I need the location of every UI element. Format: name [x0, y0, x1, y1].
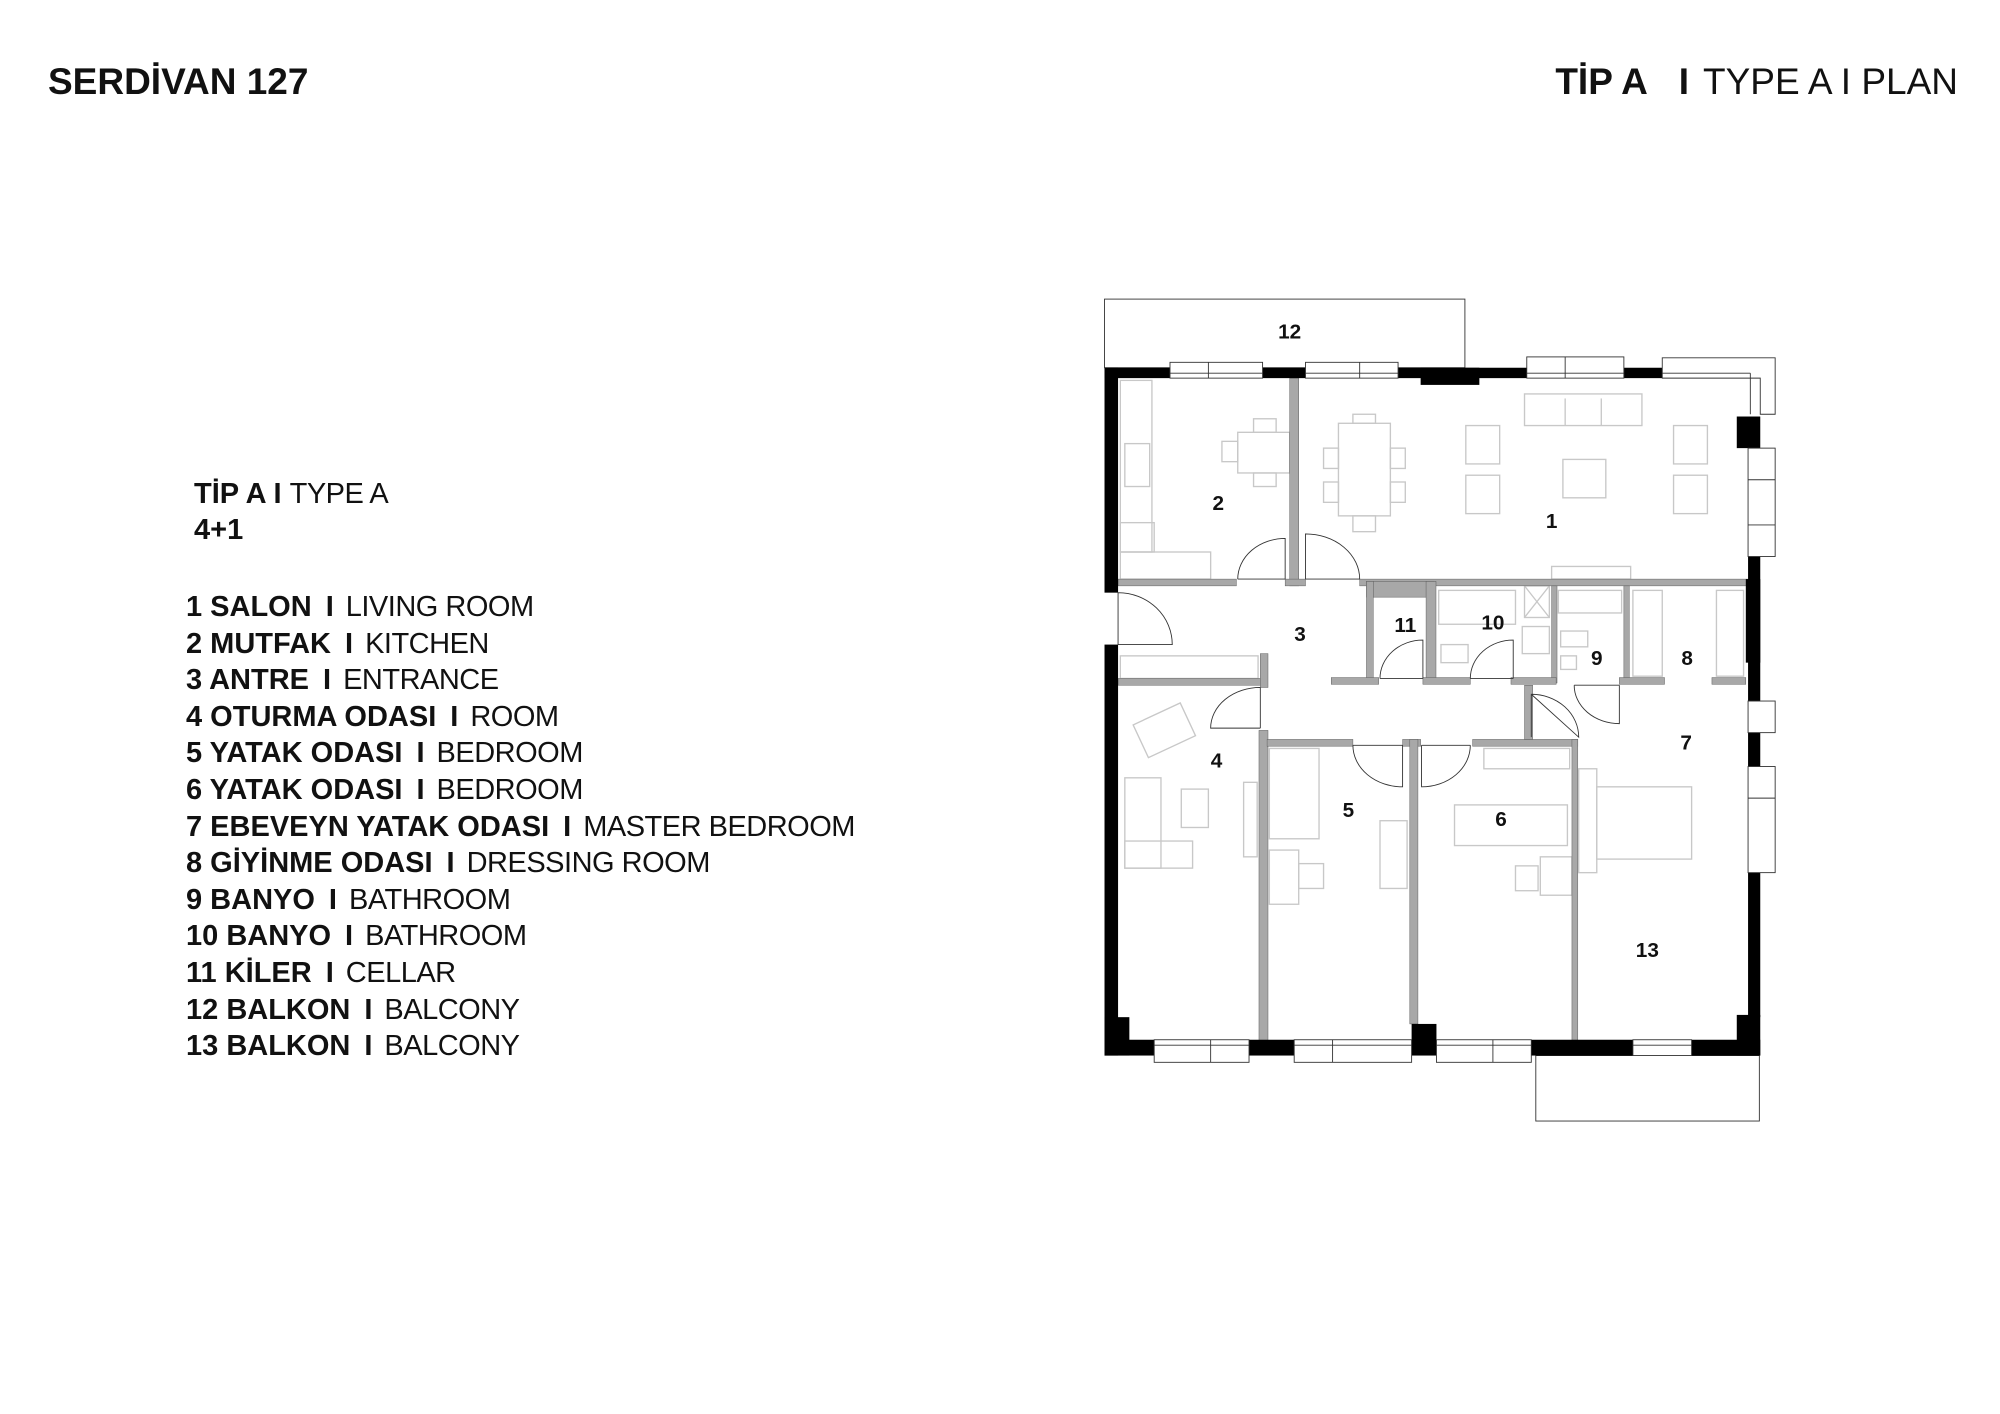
legend-item-tr: 4 OTURMA ODASI [186, 700, 437, 733]
legend-item-en: BATHROOM [365, 920, 527, 953]
room-numbers: 1 2 3 4 5 6 7 8 9 10 11 12 13 [1211, 320, 1693, 962]
door-swings [1117, 533, 1620, 788]
legend-item-tr: 1 SALON [186, 591, 312, 623]
legend-item-en: ENTRANCE [343, 664, 499, 697]
exterior-walls [1104, 367, 1761, 1056]
legend-type: TİP A I TYPE A [194, 478, 389, 510]
legend-item-en: DRESSING ROOM [466, 847, 711, 880]
legend-item-en: ROOM [470, 700, 559, 733]
room-label-9: 9 [1591, 647, 1603, 670]
legend-item-en: BALCONY [384, 1030, 520, 1063]
legend-separator: I [563, 810, 572, 843]
legend-item-en: MASTER BEDROOM [583, 810, 855, 843]
legend-item-en: KITCHEN [365, 627, 489, 660]
balcony-13-outline [1535, 1055, 1760, 1122]
room-label-8: 8 [1681, 647, 1693, 670]
legend-item: 13 BALKON I BALCONY [186, 1028, 520, 1064]
legend-separator: I [416, 774, 425, 806]
legend-item: 5 YATAK ODASI I BEDROOM [186, 735, 583, 771]
legend-item-en: BALCONY [384, 993, 520, 1026]
legend-item-tr: 3 ANTRE [186, 664, 309, 697]
room-label-12: 12 [1278, 320, 1301, 343]
legend-item: 2 MUTFAK I KITCHEN [186, 626, 489, 662]
legend-separator: I [345, 627, 354, 660]
legend-item: 8 GİYİNME ODASI I DRESSING ROOM [186, 845, 710, 881]
legend-item-en: BATHROOM [348, 883, 511, 916]
legend-item-tr: 5 YATAK ODASI [186, 737, 403, 770]
room-label-6: 6 [1495, 808, 1507, 831]
legend-item-en: BEDROOM [436, 774, 584, 806]
legend-item-tr: 10 BANYO [186, 920, 332, 953]
legend-item-tr: 2 MUTFAK [186, 627, 331, 660]
legend-separator: I [364, 1030, 373, 1063]
sheet-title-light: TYPE A I PLAN [1702, 61, 1958, 102]
legend-separator: I [323, 664, 332, 697]
legend-item-tr: 11 KİLER [186, 957, 312, 989]
legend-item: 9 BANYO I BATHROOM [186, 882, 511, 918]
room-label-10: 10 [1481, 612, 1504, 635]
legend-item: 11 KİLER I CELLAR [186, 955, 456, 991]
legend-item: 10 BANYO I BATHROOM [186, 918, 527, 954]
legend-separator: I [446, 847, 455, 880]
legend-item-tr: 6 YATAK ODASI [186, 774, 403, 806]
interior-walls [1117, 377, 1749, 1043]
legend-item: 12 BALKON I BALCONY [186, 992, 520, 1028]
legend-separator: I [416, 737, 425, 770]
legend-separator: I [450, 700, 459, 733]
legend-item-tr: 12 BALKON [186, 993, 351, 1026]
room-label-13: 13 [1636, 939, 1659, 962]
floor-plan: 1 2 3 4 5 6 7 8 9 10 11 12 13 [1104, 298, 1776, 1122]
room-label-5: 5 [1343, 799, 1355, 822]
legend-item-tr: 13 BALKON [186, 1030, 351, 1063]
room-label-2: 2 [1213, 492, 1225, 515]
sheet-title-bold: TİP A I [1555, 61, 1689, 102]
legend-item-en: CELLAR [345, 957, 456, 989]
windows [1153, 356, 1776, 1063]
legend-item: 7 EBEVEYN YATAK ODASI I MASTER BEDROOM [186, 809, 855, 845]
sheet-title: TİP A I TYPE A I PLAN [1555, 58, 1958, 106]
legend-item-en: LIVING ROOM [345, 591, 534, 623]
room-label-4: 4 [1211, 749, 1223, 772]
legend-separator: I [328, 883, 337, 916]
room-label-7: 7 [1680, 731, 1692, 754]
room-label-11: 11 [1394, 614, 1416, 637]
legend-item: 1 SALON I LIVING ROOM [186, 589, 534, 625]
balconies [1104, 298, 1760, 1122]
project-title: SERDİVAN 127 [48, 61, 309, 102]
legend-item-tr: 7 EBEVEYN YATAK ODASI [186, 810, 550, 843]
legend-item: 4 OTURMA ODASI I ROOM [186, 699, 559, 735]
legend-item: 6 YATAK ODASI I BEDROOM [186, 772, 583, 808]
legend-item-tr: 8 GİYİNME ODASI [186, 847, 433, 880]
legend-separator: I [364, 993, 373, 1026]
legend-layout: 4+1 [194, 514, 244, 546]
legend-item-tr: 9 BANYO [186, 883, 315, 916]
legend-item: 3 ANTRE I ENTRANCE [186, 662, 499, 698]
room-label-3: 3 [1294, 623, 1306, 646]
legend-separator: I [325, 957, 334, 989]
legend-separator: I [345, 920, 354, 953]
room-label-1: 1 [1546, 510, 1558, 533]
legend-separator: I [325, 591, 334, 623]
legend-item-en: BEDROOM [436, 737, 584, 770]
